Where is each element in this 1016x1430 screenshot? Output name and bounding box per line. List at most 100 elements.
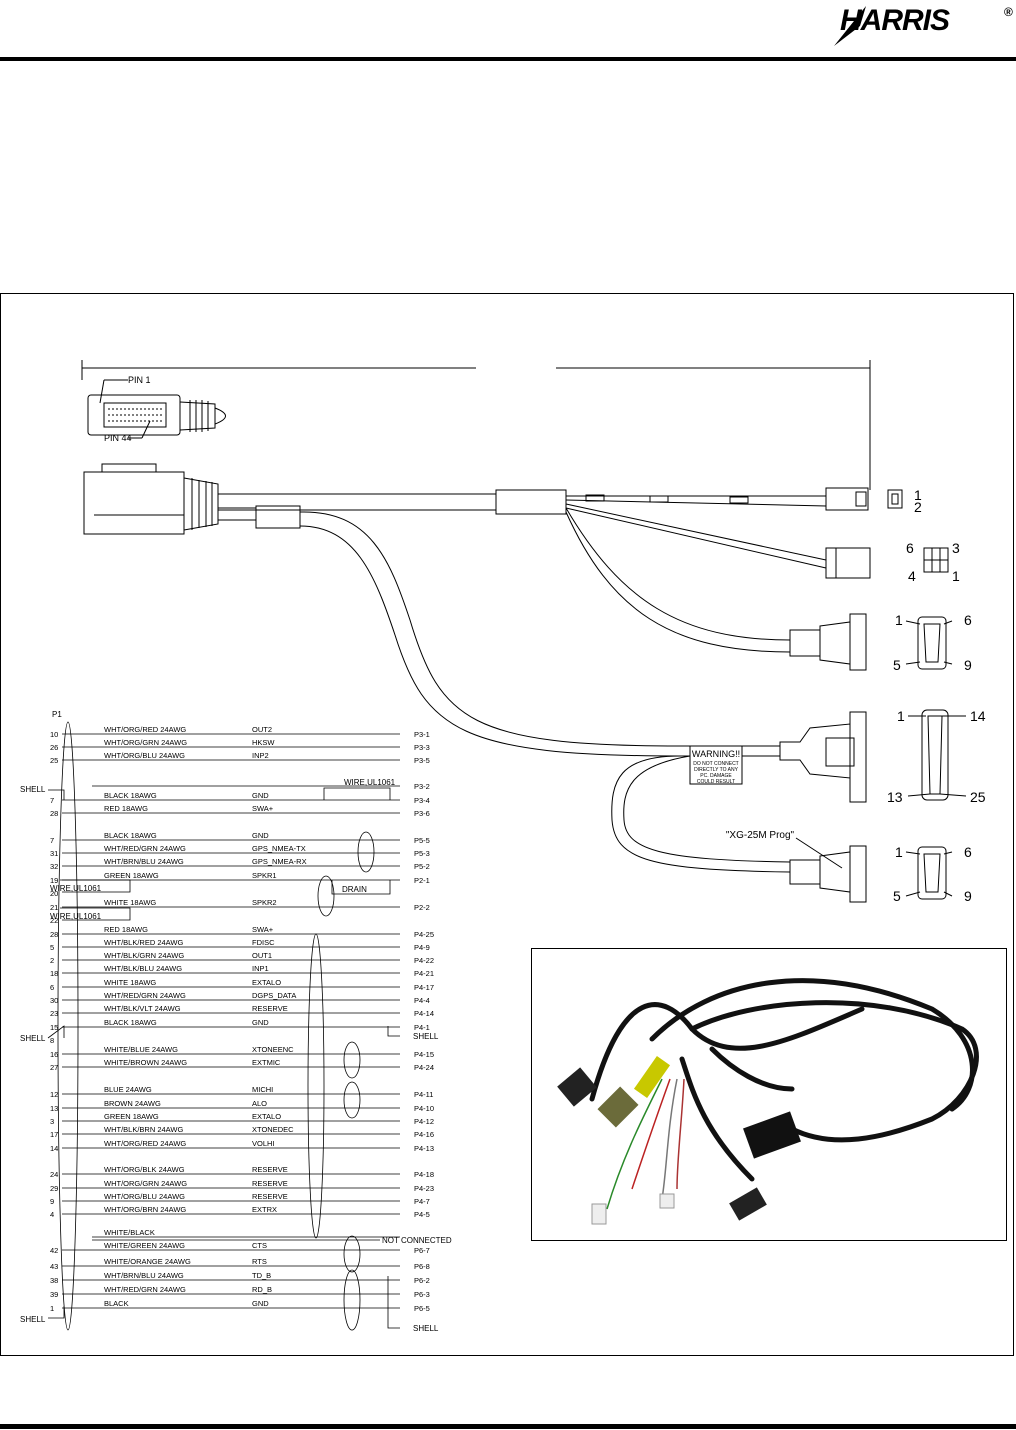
p2-connector [825, 487, 869, 511]
prog-label: "XG-25M Prog" [726, 830, 795, 841]
p2-face [887, 489, 903, 509]
harris-logo: HARRIS ® [834, 4, 1013, 46]
pin-number: 12 [50, 1090, 58, 1099]
pin-number: 39 [50, 1290, 58, 1299]
pin-number: 29 [50, 1184, 58, 1193]
pin-number: 31 [50, 849, 58, 858]
destination-pin: P5-5 [414, 836, 430, 845]
p4-pin-1: 1 [897, 708, 905, 724]
schematic-header: P1 [52, 710, 62, 719]
footer-rule [0, 1424, 1016, 1429]
destination-pin: P4-11 [414, 1090, 433, 1099]
pin-number: 7 [50, 836, 54, 845]
pin-number: 18 [50, 969, 58, 978]
destination-pin: P4-21 [414, 969, 434, 978]
signal-name: XTONEENC [252, 1045, 294, 1054]
wire-spec: WHT/ORG/RED 24AWG [104, 725, 186, 734]
destination-pin: P4-15 [414, 1050, 434, 1059]
destination-pin: P4-13 [414, 1144, 434, 1153]
pin-number: 21 [50, 903, 58, 912]
destination-pin: P3-5 [414, 756, 430, 765]
wire-spec: WHITE/BROWN 24AWG [104, 1058, 187, 1067]
destination-pin: P4-10 [414, 1104, 434, 1113]
p5-pin-3: 3 [952, 540, 960, 556]
destination-pin: P3-4 [414, 796, 430, 805]
signal-name: SPKR1 [252, 871, 277, 880]
wire-spec: BLACK 18AWG [104, 791, 157, 800]
signal-name: HKSW [252, 738, 275, 747]
p3-pin-1: 1 [895, 612, 903, 628]
pin-number: 3 [50, 1117, 54, 1126]
signal-name: EXTMIC [252, 1058, 281, 1067]
signal-name: OUT2 [252, 725, 272, 734]
signal-name: SWA+ [252, 925, 274, 934]
pin-number: 22 [50, 916, 58, 925]
wire-note-right: WIRE,UL1061 [344, 778, 396, 787]
wire-spec: WHT/BRN/BLU 24AWG [104, 857, 184, 866]
signal-name: ALO [252, 1099, 267, 1108]
pin-number: 15 [50, 1023, 58, 1032]
destination-pin: P6-2 [414, 1276, 430, 1285]
signal-name: GPS_NMEA-TX [252, 844, 306, 853]
p3-pin-5: 5 [893, 657, 901, 673]
not-connected-note: NOT CONNECTED [382, 1236, 452, 1245]
destination-pin: P4-1 [414, 1023, 430, 1032]
harris-logo-mark [834, 6, 866, 46]
p3-face [917, 616, 947, 670]
wire-spec: WHT/BLK/RED 24AWG [104, 938, 183, 947]
pin-number: 32 [50, 862, 58, 871]
destination-pin: P6-8 [414, 1262, 430, 1271]
signal-name: DGPS_DATA [252, 991, 296, 1000]
pin-number: 20 [50, 889, 58, 898]
p3-pin-9: 9 [964, 657, 972, 673]
pin-number: 17 [50, 1130, 58, 1139]
wire-spec: RED 18AWG [104, 804, 148, 813]
signal-name: GND [252, 1018, 269, 1027]
wire-spec: WHT/BRN/BLU 24AWG [104, 1271, 184, 1280]
shell-label-3: SHELL [20, 1315, 46, 1324]
destination-pin: P5-3 [414, 849, 430, 858]
p1-connector-body [83, 471, 185, 535]
breakout-sleeve [495, 489, 567, 515]
signal-name: RESERVE [252, 1192, 288, 1201]
p5-pin-6: 6 [906, 540, 914, 556]
destination-pin: P4-22 [414, 956, 434, 965]
p5-connector [825, 547, 871, 579]
wire-spec: BLACK [104, 1299, 129, 1308]
wire-note-left-1: WIRE,UL1061 [50, 884, 102, 893]
pin-number: 27 [50, 1063, 58, 1072]
destination-pin: P4-7 [414, 1197, 430, 1206]
pin-number: 13 [50, 1104, 58, 1113]
p4-face [921, 709, 949, 801]
pin1-label: PIN 1 [128, 375, 151, 385]
shell-label-2: SHELL [20, 1034, 46, 1043]
wire-spec: WHITE 18AWG [104, 978, 156, 987]
signal-name: EXTRX [252, 1205, 277, 1214]
p6-pin-6: 6 [964, 844, 972, 860]
wire-spec: WHITE/BLACK [104, 1228, 155, 1237]
harris-logo-text: HARRIS [840, 4, 950, 37]
p4-connector [849, 711, 867, 803]
signal-name: RESERVE [252, 1165, 288, 1174]
header-rule [0, 57, 1016, 61]
pin-number: 24 [50, 1170, 58, 1179]
pin-number: 4 [50, 1210, 54, 1219]
drain-note: DRAIN [342, 885, 367, 894]
signal-name: TD_B [252, 1271, 271, 1280]
signal-name: RESERVE [252, 1179, 288, 1188]
destination-pin: P4-23 [414, 1184, 434, 1193]
signal-name: OUT1 [252, 951, 272, 960]
signal-name: GND [252, 791, 269, 800]
destination-pin: P4-18 [414, 1170, 434, 1179]
pin-number: 7 [50, 796, 54, 805]
wire-spec: WHITE/GREEN 24AWG [104, 1241, 185, 1250]
pin-number: 16 [50, 1050, 58, 1059]
pin-number: 28 [50, 930, 58, 939]
signal-name: EXTALO [252, 978, 281, 987]
destination-pin: P4-14 [414, 1009, 434, 1018]
wire-spec: WHT/RED/GRN 24AWG [104, 844, 186, 853]
destination-pin: P6-3 [414, 1290, 430, 1299]
destination-pin: P4-5 [414, 1210, 430, 1219]
